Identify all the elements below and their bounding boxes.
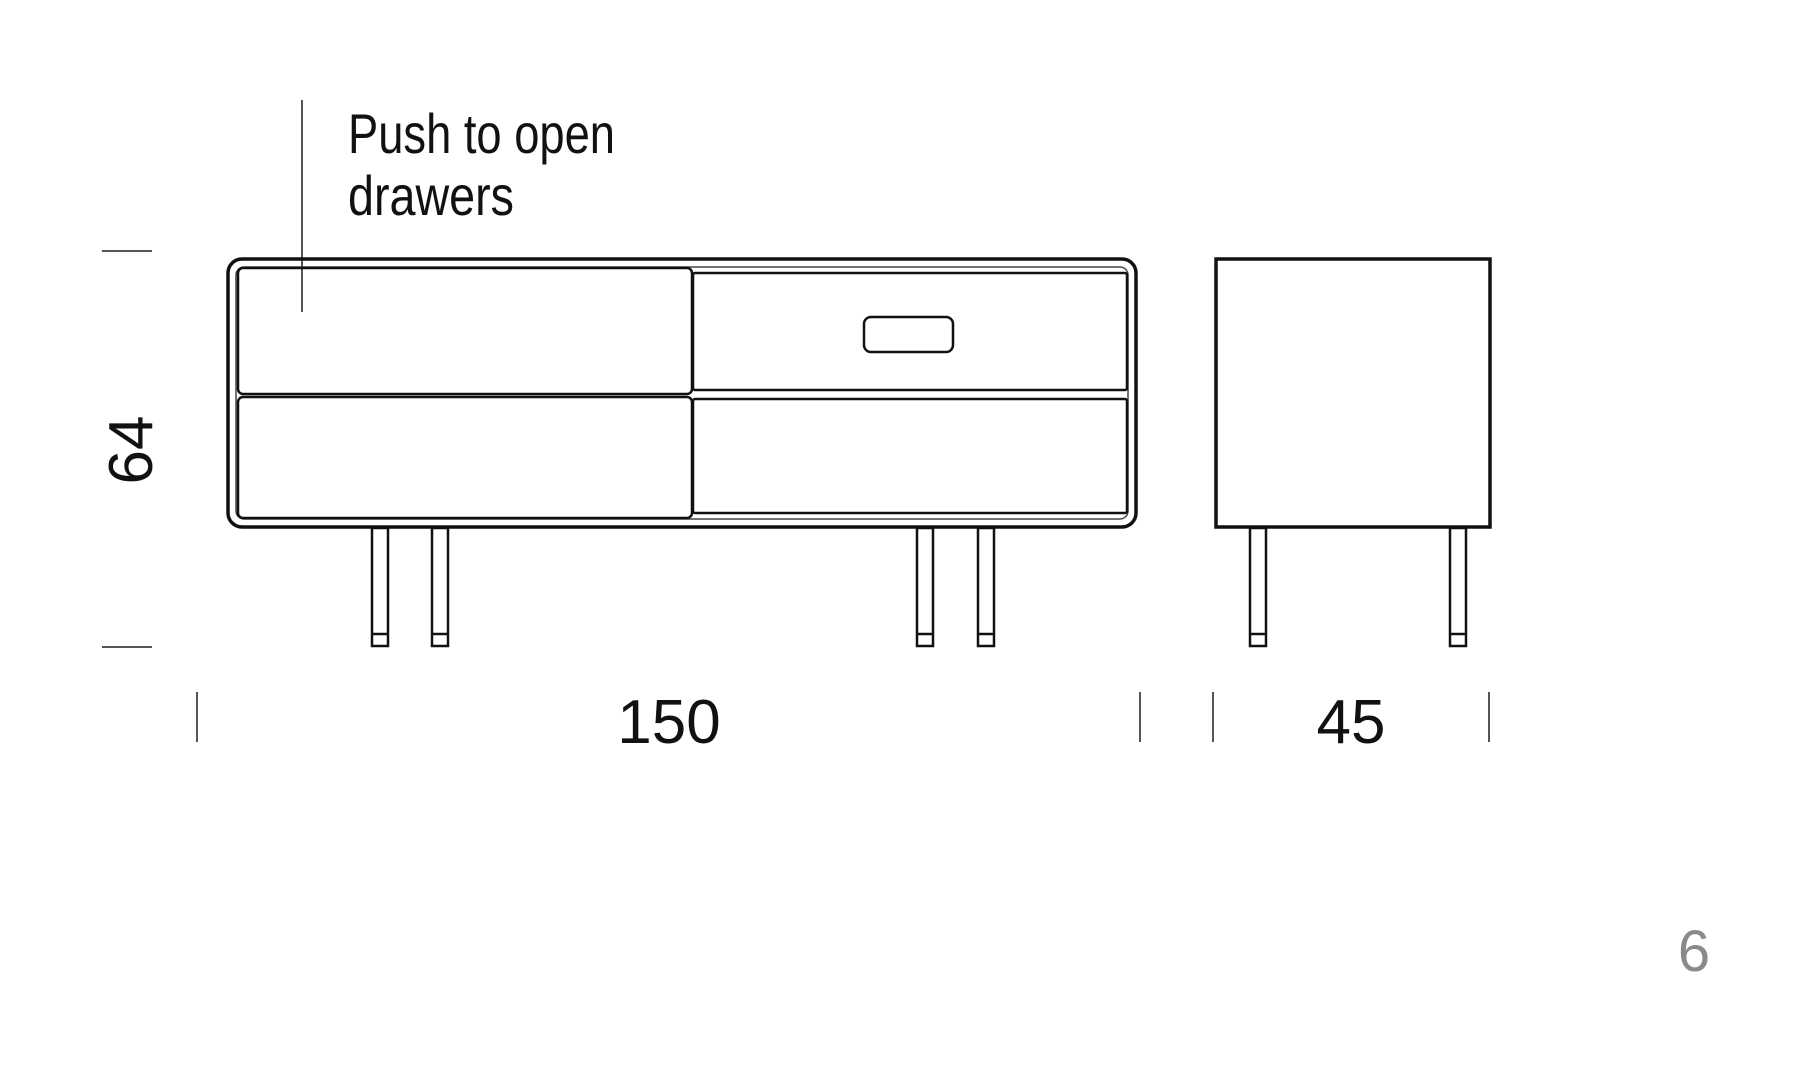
side-leg-1 [1248,526,1268,648]
front-leg-4 [976,526,996,648]
side-body-outline [1214,257,1492,529]
left-upper-drawer [236,266,694,396]
annotation-text-line-2: drawers [348,164,514,227]
page-number: 6 [1678,919,1710,984]
height-dimension-label: 64 [97,416,166,485]
front-leg-1 [370,526,390,648]
front-leg-3 [915,526,935,648]
front-body-outline [226,257,1138,529]
drawer-handle [862,315,955,354]
front-legs [370,526,996,648]
front-leg-2 [430,526,450,648]
left-lower-drawer [236,395,694,520]
side-leg-2 [1448,526,1468,648]
side-view [1214,257,1492,648]
right-upper-drawer [691,271,1129,392]
width-dimension-label: 150 [617,688,720,757]
annotation-text: Push to open [348,102,615,165]
front-view [226,257,1138,648]
right-lower-drawer [691,397,1129,515]
side-legs [1248,526,1468,648]
depth-dimension-label: 45 [1317,688,1386,757]
